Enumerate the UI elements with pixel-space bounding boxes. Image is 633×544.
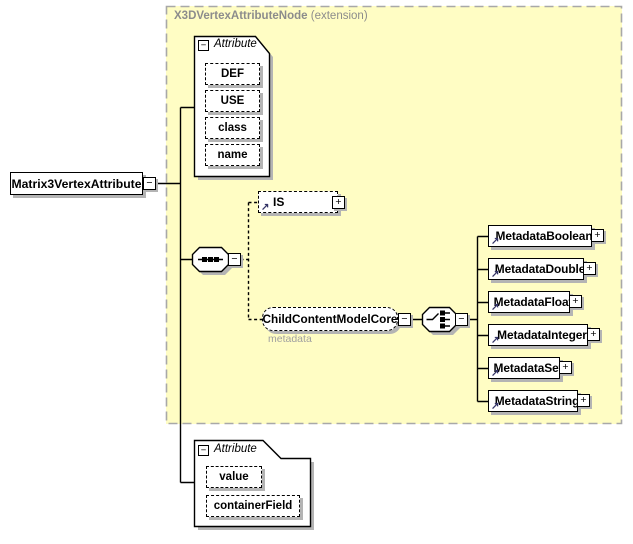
element-label: IS	[273, 195, 285, 209]
extension-title: X3DVertexAttributeNode (extension)	[174, 10, 368, 22]
element-metadataboolean[interactable]: ↗ MetadataBoolean	[488, 225, 593, 247]
element-metadatainteger[interactable]: ↗ MetadataInteger	[488, 324, 588, 346]
reference-arrow-icon: ↗	[491, 335, 500, 346]
element-label: MetadataFloat	[493, 295, 573, 309]
element-metadatadouble[interactable]: ↗ MetadataDouble	[488, 258, 586, 280]
attribute-label: class	[218, 122, 247, 134]
root-connector	[156, 106, 195, 484]
expand-icon[interactable]: +	[559, 361, 572, 374]
element-metadataset[interactable]: ↗ MetadataSet	[488, 357, 563, 379]
sequence-dot	[202, 257, 207, 262]
attribute-def[interactable]: DEF	[205, 63, 260, 85]
element-label: MetadataString	[494, 394, 580, 408]
choice-glyph	[426, 313, 439, 321]
choice-branch-connector	[410, 235, 488, 403]
element-metadatastring[interactable]: ↗ MetadataString	[488, 390, 580, 412]
element-label: MetadataInteger	[497, 328, 587, 342]
element-label: MetadataBoolean	[495, 229, 593, 243]
attribute-group-header: Attribute	[214, 38, 257, 50]
reference-arrow-icon: ↗	[491, 368, 500, 379]
expand-icon[interactable]: +	[583, 262, 596, 275]
element-is[interactable]: ↗ IS	[258, 191, 338, 213]
element-metadatafloat[interactable]: ↗ MetadataFloat	[488, 291, 573, 313]
attribute-label: containerField	[213, 500, 293, 512]
extension-base-type: X3DVertexAttributeNode	[174, 10, 308, 22]
expand-icon[interactable]: +	[569, 295, 582, 308]
element-label: MetadataDouble	[494, 262, 586, 276]
reference-arrow-icon: ↗	[491, 401, 500, 412]
element-label: MetadataSet	[493, 361, 563, 375]
collapse-icon[interactable]: −	[198, 445, 209, 456]
extension-suffix: (extension)	[310, 10, 368, 22]
choice-option	[440, 323, 445, 329]
element-label: ChildContentModelCore	[262, 312, 398, 326]
attribute-group-header: Attribute	[214, 443, 257, 455]
expand-icon[interactable]: +	[332, 196, 345, 209]
choice-option	[440, 317, 445, 322]
annotation-metadata: metadata	[268, 333, 312, 345]
sequence-dot	[214, 257, 219, 262]
attribute-name[interactable]: name	[205, 144, 260, 166]
element-childcontentmodelcore[interactable]: ChildContentModelCore	[262, 307, 398, 331]
attribute-label: DEF	[221, 68, 244, 80]
sequence-dot	[208, 257, 213, 262]
reference-arrow-icon: ↗	[491, 269, 500, 280]
collapse-icon[interactable]: −	[455, 313, 468, 326]
element-label: Matrix3VertexAttribute	[11, 176, 142, 191]
attribute-use[interactable]: USE	[205, 90, 260, 112]
expand-icon[interactable]: +	[587, 328, 600, 341]
reference-arrow-icon: ↗	[491, 302, 500, 313]
optional-connector	[240, 201, 262, 321]
extension-border	[165, 5, 623, 425]
expand-icon[interactable]: +	[577, 394, 590, 407]
collapse-icon[interactable]: −	[228, 253, 241, 266]
attribute-value[interactable]: value	[206, 466, 262, 488]
collapse-icon[interactable]: −	[198, 40, 209, 51]
expand-icon[interactable]: +	[591, 229, 604, 242]
collapse-icon[interactable]: −	[143, 177, 156, 190]
collapse-icon[interactable]: −	[398, 313, 411, 326]
attribute-containerfield[interactable]: containerField	[206, 495, 300, 517]
attribute-label: value	[219, 471, 249, 483]
attribute-class[interactable]: class	[205, 117, 260, 139]
choice-glyph-ticks	[445, 312, 450, 327]
reference-arrow-icon: ↗	[261, 202, 270, 213]
reference-arrow-icon: ↗	[491, 236, 500, 247]
element-matrix3vertexattribute[interactable]: Matrix3VertexAttribute	[10, 172, 143, 195]
attribute-label: name	[217, 149, 248, 161]
attribute-label: USE	[220, 95, 245, 107]
choice-option	[440, 310, 445, 316]
